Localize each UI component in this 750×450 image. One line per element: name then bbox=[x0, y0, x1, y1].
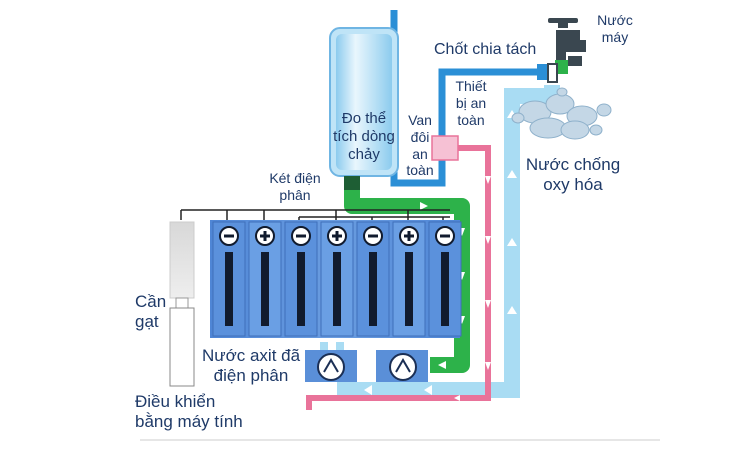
flow-meter-label-line: chảy bbox=[348, 146, 380, 163]
acid-water-label-line: Nước axit đã bbox=[201, 346, 301, 365]
safety-device-label-line: toàn bbox=[457, 111, 485, 128]
cell-wiring bbox=[180, 209, 450, 222]
pink-pipe-arrows bbox=[454, 176, 491, 401]
lever bbox=[169, 221, 195, 299]
acid-water-label: Nước axit đã điện phân bbox=[196, 346, 306, 387]
antioxidant-water-label: Nước chống oxy hóa bbox=[518, 155, 628, 196]
acid-pump bbox=[305, 342, 357, 382]
electrolytic-cell-label-line: Két điện bbox=[269, 170, 321, 186]
double-safety-valve-label-line: đôi bbox=[410, 128, 430, 145]
alkaline-pump bbox=[376, 350, 428, 382]
acid-water-pipe bbox=[306, 145, 491, 410]
electrode-column bbox=[248, 221, 282, 337]
lever-label: Cần gạt bbox=[135, 292, 166, 333]
antioxidant-water-label-line: oxy hóa bbox=[543, 175, 603, 195]
water-splash bbox=[511, 87, 612, 140]
computer-control-label-line: Điều khiển bbox=[135, 392, 216, 411]
tap-water-label-line: Nước bbox=[597, 12, 633, 28]
electrode-column bbox=[392, 221, 426, 337]
electrode-column bbox=[428, 221, 462, 337]
double-safety-valve bbox=[431, 135, 459, 161]
electrolytic-cell-label-line: phân bbox=[279, 186, 311, 203]
plus-icon bbox=[260, 231, 270, 241]
safety-device-label-line: bị an bbox=[455, 94, 487, 111]
flow-meter-label-line: Đo thể bbox=[341, 110, 387, 127]
antioxidant-water-label-line: Nước chống bbox=[525, 155, 621, 174]
plus-icon bbox=[404, 231, 414, 241]
electrode-column bbox=[284, 221, 318, 337]
plus-icon bbox=[332, 231, 342, 241]
flow-meter-label-line: tích dòng bbox=[333, 128, 395, 145]
lever-connector bbox=[175, 297, 189, 309]
water-tap bbox=[537, 18, 586, 83]
splitter-label: Chốt chia tách bbox=[434, 40, 536, 59]
electrolytic-cell-label: Két điện phân bbox=[255, 170, 335, 204]
tap-water-label-line: máy bbox=[601, 28, 629, 45]
light-pipe-arrows bbox=[364, 110, 517, 395]
acid-water-label-line: điện phân bbox=[213, 366, 289, 386]
safety-device-label-line: Thiết bbox=[455, 78, 487, 94]
splitter-label-text: Chốt chia tách bbox=[434, 41, 537, 58]
flow-meter-tank bbox=[329, 27, 399, 190]
double-safety-valve-label-line: an bbox=[412, 145, 428, 162]
ionized-output-pipe bbox=[344, 188, 470, 373]
electrode-column bbox=[212, 221, 246, 337]
lever-label-line: gạt bbox=[135, 312, 159, 332]
electrode-column bbox=[356, 221, 390, 337]
tap-water-label: Nước máy bbox=[590, 12, 640, 46]
double-safety-valve-label-line: toàn bbox=[406, 162, 434, 179]
double-safety-valve-label-line: Van bbox=[408, 112, 432, 128]
computer-control-box bbox=[169, 307, 195, 387]
electrolytic-cell bbox=[210, 220, 462, 338]
computer-control-label-line: bằng máy tính bbox=[135, 412, 243, 432]
computer-control-label: Điều khiển bằng máy tính bbox=[135, 392, 243, 433]
double-safety-valve-label: Van đôi an toàn bbox=[405, 112, 435, 179]
flow-meter-label: Đo thể tích dòng chảy bbox=[330, 110, 398, 164]
safety-device-label: Thiết bị an toàn bbox=[448, 78, 494, 128]
lever-label-line: Cần bbox=[135, 292, 167, 311]
electrode-column bbox=[320, 221, 354, 337]
